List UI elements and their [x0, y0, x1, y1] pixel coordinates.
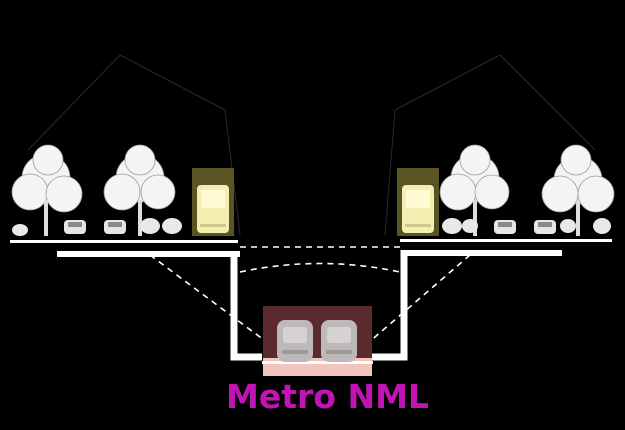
tree-mid-right	[439, 144, 510, 236]
tree-far-left	[11, 144, 83, 236]
car-right-2	[534, 220, 556, 234]
dashed-diagonal-left	[149, 254, 269, 344]
shrub-icon	[12, 218, 611, 236]
bus-right	[397, 168, 439, 236]
road-deck-left	[10, 240, 238, 243]
metro-car-left	[277, 320, 313, 362]
tree-icon	[11, 144, 615, 236]
bus-icon	[192, 168, 439, 236]
dashed-guides	[149, 246, 471, 344]
tree-far-right	[541, 144, 615, 236]
tree-mid-left	[103, 144, 176, 236]
car-left-2	[104, 220, 126, 234]
dashed-diagonal-right	[367, 254, 471, 344]
road-deck-right	[400, 239, 612, 242]
metro-car-right	[321, 320, 357, 362]
car-right-1	[494, 220, 516, 234]
road-slab-right	[402, 250, 562, 256]
dashed-vault	[239, 262, 401, 273]
bus-left	[192, 168, 234, 236]
road-deck	[10, 239, 612, 257]
car-left-1	[64, 220, 86, 234]
excavation-wall	[230, 250, 408, 361]
platform	[263, 358, 372, 376]
metro-train-icon	[277, 320, 357, 362]
road-slab-left	[57, 251, 240, 257]
car-icon	[64, 220, 556, 234]
metro-label: Metro NML	[226, 377, 429, 416]
